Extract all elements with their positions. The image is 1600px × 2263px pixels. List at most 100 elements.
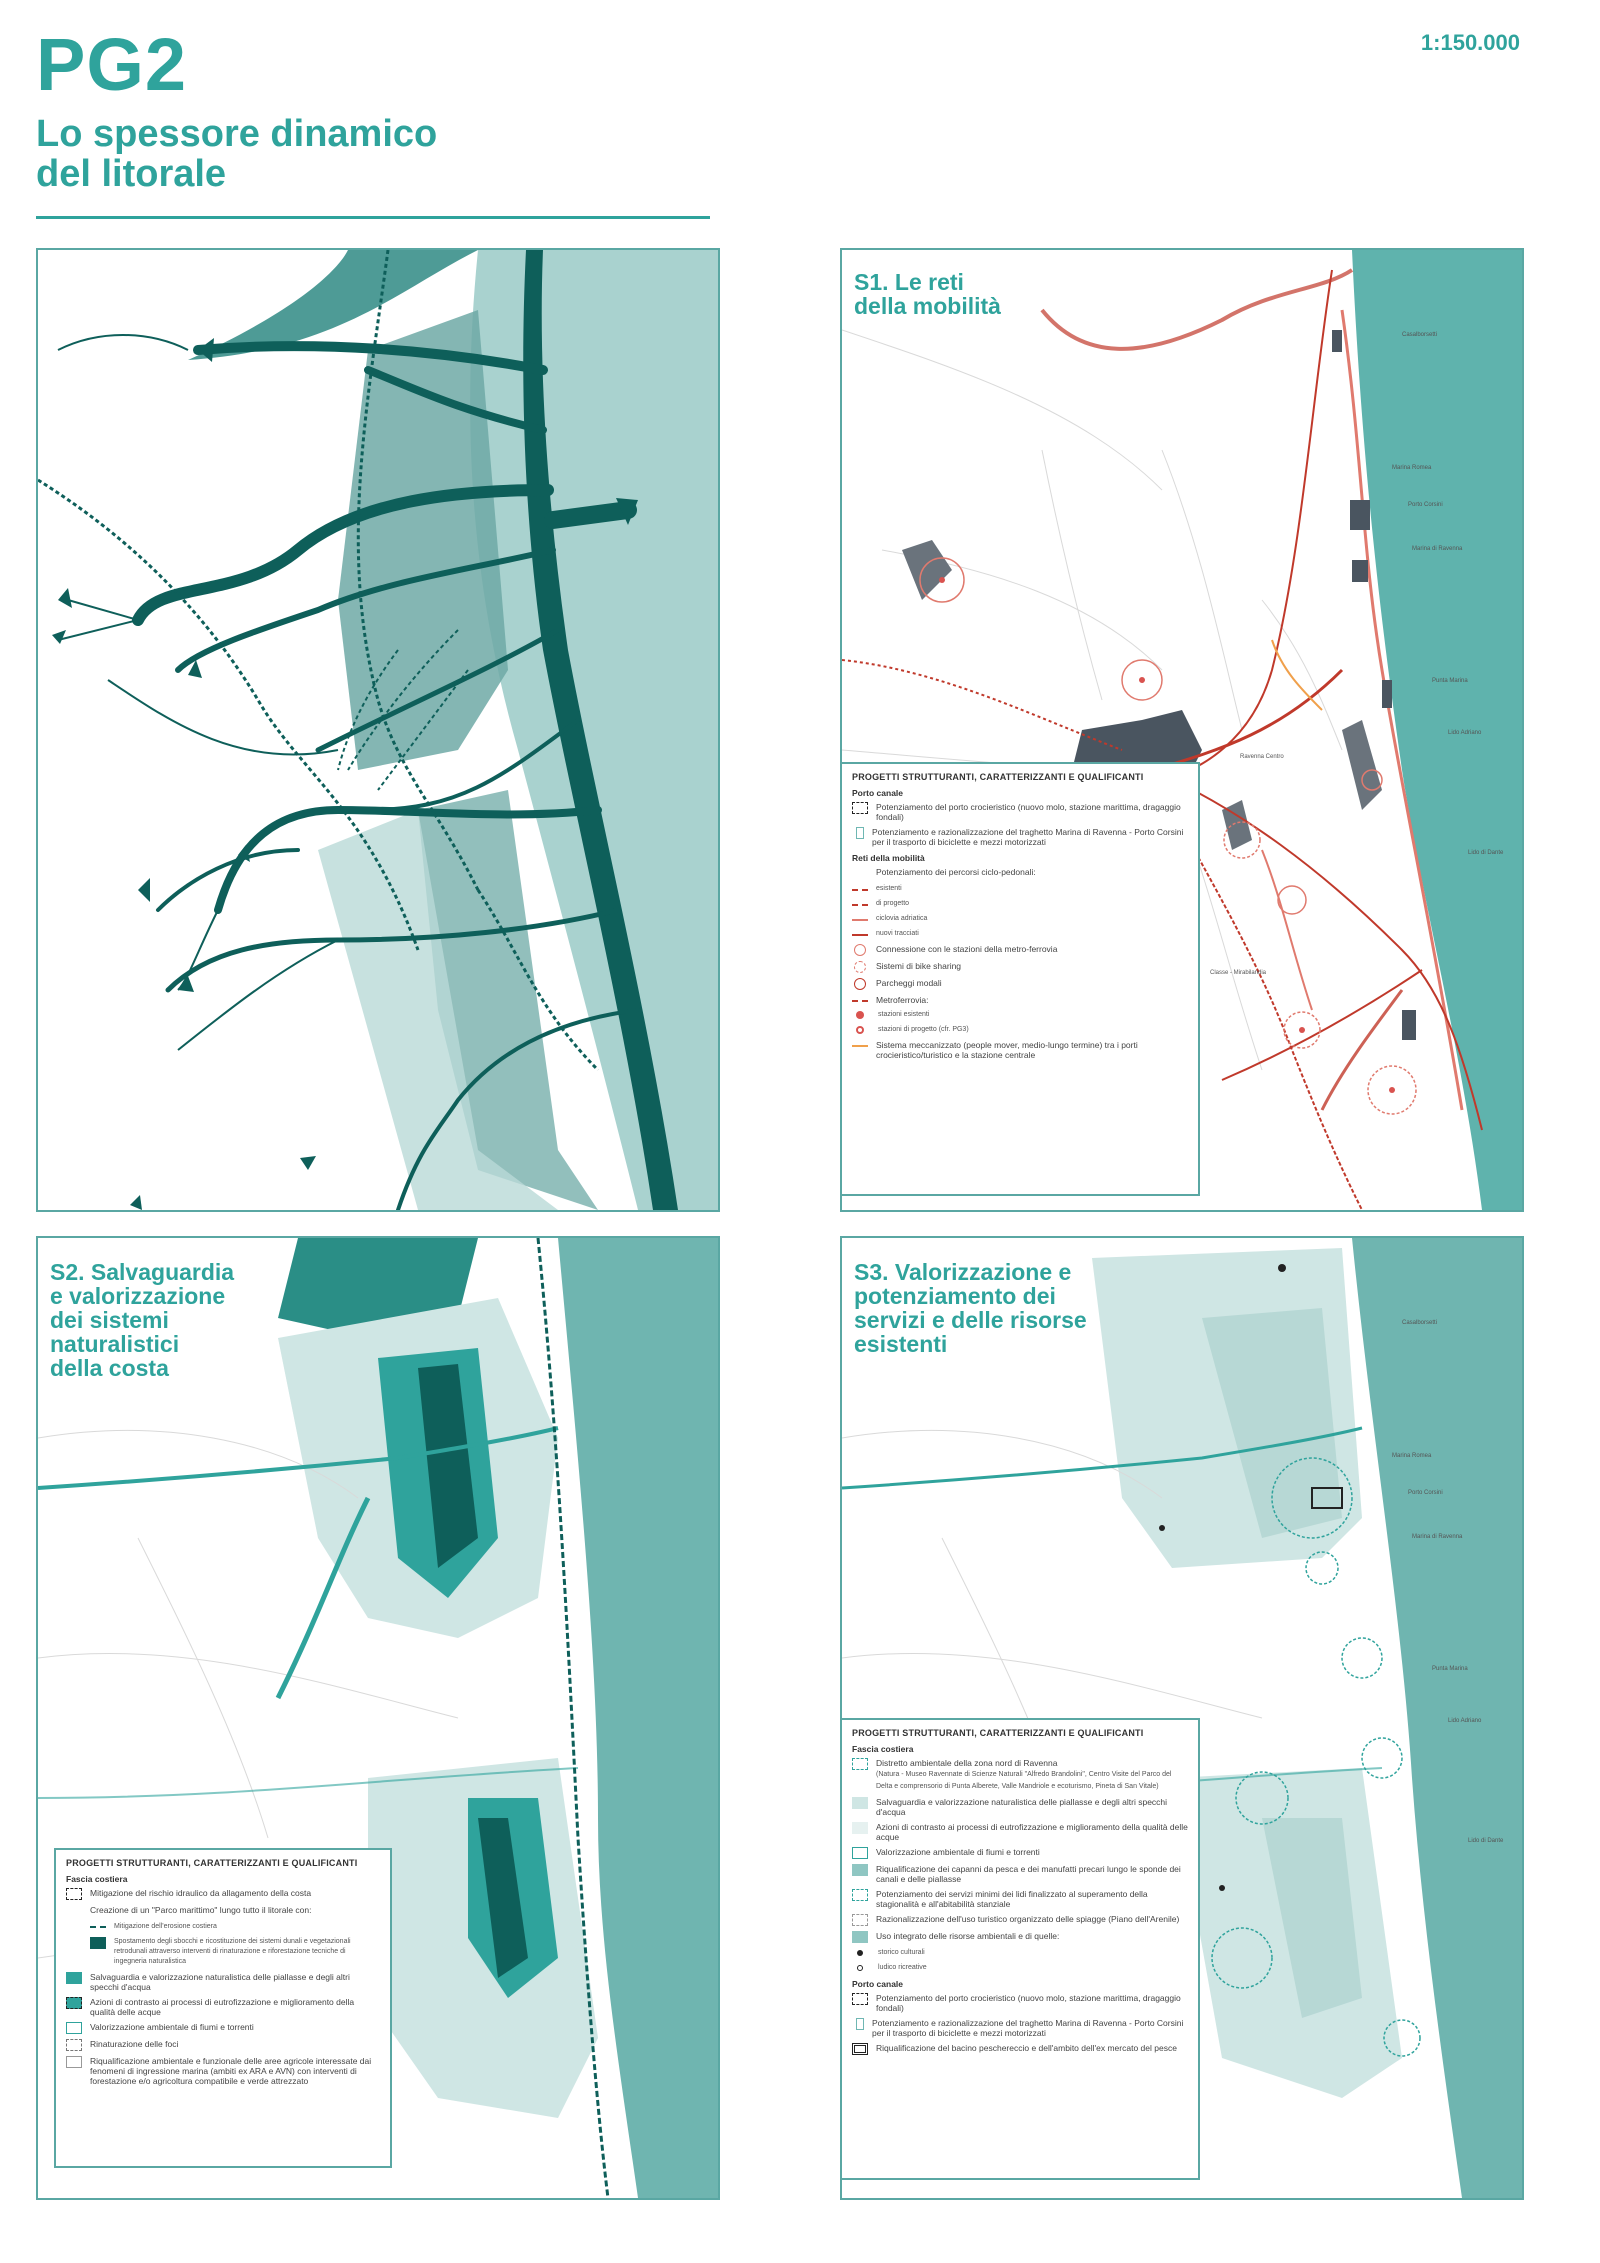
legend-item: Riqualificazione dei capanni da pesca e … <box>852 1864 1188 1884</box>
legend-item: Spostamento degli sbocchi e ricostituzio… <box>66 1937 380 1967</box>
piallasse-south-dark <box>478 1818 528 1978</box>
legend-label: Riqualificazione dei capanni da pesca e … <box>876 1864 1181 1884</box>
place-marina-romea: Marina Romea <box>1392 465 1432 471</box>
legend-item: stazioni di progetto (cfr. PG3) <box>852 1025 1188 1035</box>
integrated-use-swatch <box>852 1931 868 1943</box>
s1-legend: PROGETTI STRUTTURANTI, CARATTERIZZANTI E… <box>842 762 1200 1196</box>
pink-line-swatch <box>852 919 868 921</box>
s2-title-line2: e valorizzazione <box>50 1283 226 1309</box>
panel-s2-nature: S2. Salvaguardia e valorizzazione dei si… <box>36 1236 720 2200</box>
scheme-map <box>38 250 718 1210</box>
legend-item: esistenti <box>852 884 1188 894</box>
sea-area <box>1352 250 1522 1210</box>
parking-ring-swatch <box>854 978 866 990</box>
teal-dashed-swatch <box>66 1997 82 2009</box>
legend-label: Potenziamento e razionalizzazione del tr… <box>872 827 1184 847</box>
legend-label: Uso integrato delle risorse ambientali e… <box>876 1931 1060 1941</box>
legend-label: Potenziamento dei percorsi ciclo-pedonal… <box>876 867 1036 877</box>
s3-title: S3. Valorizzazione e potenziamento dei s… <box>854 1260 1087 1356</box>
panel-scheme <box>36 248 720 1212</box>
pale-teal-swatch <box>852 1822 868 1834</box>
legend-label: Parcheggi modali <box>876 978 942 988</box>
legend-item: Valorizzazione ambientale di fiumi e tor… <box>66 2022 380 2034</box>
legend-item: di progetto <box>852 899 1188 909</box>
legend-item: Razionalizzazione dell'uso turistico org… <box>852 1914 1188 1926</box>
urban-area-south <box>1222 800 1252 850</box>
legend-label: Riqualificazione del bacino peschereccio… <box>876 2043 1177 2053</box>
legend-item: Salvaguardia e valorizzazione naturalist… <box>852 1797 1188 1817</box>
legend-label: Azioni di contrasto ai processi di eutro… <box>90 1997 355 2017</box>
legend-item: Potenziamento dei percorsi ciclo-pedonal… <box>852 867 1188 879</box>
legend-item: storico culturali <box>852 1948 1188 1958</box>
agri-swatch <box>66 2056 82 2068</box>
legend-label: esistenti <box>876 885 902 892</box>
place-marina-ravenna: Marina di Ravenna <box>1412 546 1463 552</box>
legend-item: Mitigazione del rischio idraulico da all… <box>66 1888 380 1900</box>
place-lido-adriano: Lido Adriano <box>1448 1718 1482 1724</box>
ring-swatch <box>857 1965 863 1971</box>
s2-title: S2. Salvaguardia e valorizzazione dei si… <box>50 1260 234 1380</box>
legend-item: Uso integrato delle risorse ambientali e… <box>852 1931 1188 1943</box>
legend-item: Salvaguardia e valorizzazione naturalist… <box>66 1972 380 1992</box>
plan-title: Lo spessore dinamico del litorale <box>36 114 556 194</box>
legend-title: PROGETTI STRUTTURANTI, CARATTERIZZANTI E… <box>852 772 1144 782</box>
piallasse-dark <box>418 1364 478 1568</box>
rail-swatch <box>852 1000 868 1002</box>
s1-title: S1. Le reti della mobilità <box>854 270 1001 318</box>
legend-label: Mitigazione del rischio idraulico da all… <box>90 1888 312 1898</box>
legend-label: Potenziamento del porto crocieristico (n… <box>876 802 1181 822</box>
s1-title-line2: della mobilità <box>854 293 1001 319</box>
s3-title-line2: potenziamento dei <box>854 1283 1056 1309</box>
port-marker <box>1311 1487 1343 1509</box>
legend-label: di progetto <box>876 900 910 907</box>
plan-title-line1: Lo spessore dinamico <box>36 113 438 155</box>
district-swatch <box>852 1758 868 1770</box>
legend-label: nuovi tracciati <box>876 930 919 937</box>
lido-swatch <box>852 1889 868 1901</box>
coastal-zone-buffer <box>318 810 558 1210</box>
s3-legend: PROGETTI STRUTTURANTI, CARATTERIZZANTI E… <box>842 1718 1200 2180</box>
legend-title: PROGETTI STRUTTURANTI, CARATTERIZZANTI E… <box>852 1728 1144 1738</box>
service-rings <box>1211 1457 1421 2057</box>
legend-item: Sistema meccanizzato (people mover, medi… <box>852 1040 1188 1060</box>
place-marina-romea: Marina Romea <box>1392 1453 1432 1459</box>
orange-line-swatch <box>852 1045 868 1047</box>
legend-label: storico culturali <box>878 1949 925 1956</box>
legend-item: Creazione di un "Parco marittimo" lungo … <box>66 1905 380 1917</box>
place-casalborsetti: Casalborsetti <box>1402 1320 1438 1326</box>
legend-item: Parcheggi modali <box>852 978 1188 990</box>
dashed-ring-swatch <box>854 961 866 973</box>
legend-label: Potenziamento dei servizi minimi dei lid… <box>876 1889 1148 1909</box>
coastal-spine <box>523 250 678 1210</box>
legend-label: Rinaturazione delle foci <box>90 2039 179 2049</box>
legend-section: Porto canale <box>852 1979 904 1989</box>
place-ravenna-centro: Ravenna Centro <box>1240 754 1284 760</box>
legend-label: Salvaguardia e valorizzazione naturalist… <box>90 1972 350 1992</box>
dashed-teal-swatch <box>90 1926 106 1928</box>
legend-label: Sistema meccanizzato (people mover, medi… <box>876 1040 1138 1060</box>
s3-title-line1: S3. Valorizzazione e <box>854 1259 1072 1285</box>
legend-label: Sistemi di bike sharing <box>876 961 962 971</box>
legend-item: Riqualificazione ambientale e funzionale… <box>66 2056 380 2086</box>
legend-label: Salvaguardia e valorizzazione naturalist… <box>876 1797 1168 1817</box>
s3-map <box>842 1238 1522 2198</box>
plan-code: PG2 <box>36 23 188 106</box>
red-line-swatch <box>852 934 868 936</box>
urban-area-coast <box>1342 720 1382 810</box>
dashed-square-swatch <box>66 1888 82 1900</box>
thin-branches <box>57 334 339 1051</box>
legend-item: Mitigazione dell'erosione costiera <box>66 1922 380 1932</box>
s2-title-line3: dei sistemi <box>50 1307 169 1333</box>
legend-item: Sistemi di bike sharing <box>852 961 1188 973</box>
panel-s1-mobility: S1. Le reti della mobilità Casalborsetti… <box>840 248 1524 1212</box>
map-scale: 1:150.000 <box>1420 30 1520 55</box>
station-dots <box>939 577 1395 1093</box>
legend-item: Distretto ambientale della zona nord di … <box>852 1758 1188 1792</box>
dot-swatch <box>857 1950 863 1956</box>
station-rings <box>919 557 1417 1115</box>
coastal-zone-north <box>338 310 508 770</box>
plan-title-line2: del litorale <box>36 153 227 195</box>
panel-s3-services: S3. Valorizzazione e potenziamento dei s… <box>840 1236 1524 2200</box>
place-punta-marina: Punta Marina <box>1432 678 1468 684</box>
station-ring-swatch <box>856 1026 864 1034</box>
